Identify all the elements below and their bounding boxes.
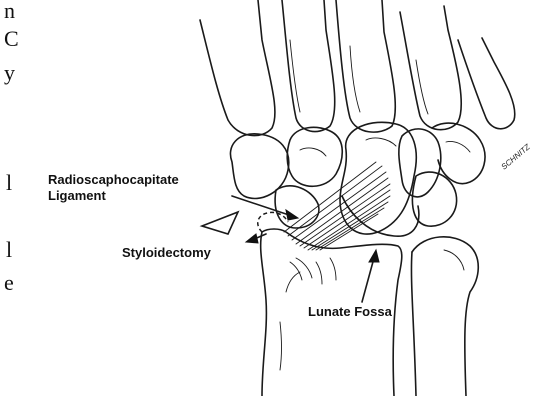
ligament-label-line-2: Ligament [48, 188, 106, 203]
lunate-fossa-label: Lunate Fossa [308, 304, 393, 319]
margin-fragment-1: n [4, 0, 15, 23]
artist-signature: SCHNITZ [500, 142, 533, 172]
excised-fragment-icon [202, 212, 238, 234]
left-margin-text: n C y l l e [4, 0, 19, 295]
margin-fragment-5: l [6, 237, 12, 262]
carpal-bones [230, 122, 485, 236]
ulna [411, 237, 478, 396]
styloidectomy-region [202, 212, 288, 234]
lunate-fossa-arrowhead [369, 250, 379, 262]
ligament-label-line-1: Radioscaphocapitate [48, 172, 179, 187]
margin-fragment-4: l [6, 170, 12, 195]
radioscaphocapitate-ligament [284, 162, 390, 250]
metacarpals [200, 0, 515, 136]
figure-labels: Radioscaphocapitate Ligament Styloidecto… [48, 142, 533, 319]
margin-fragment-6: e [4, 270, 14, 295]
styloidectomy-arrowhead [246, 234, 258, 243]
ligament-arrowhead [286, 210, 298, 220]
margin-fragment-3: y [4, 60, 15, 85]
margin-fragment-2: C [4, 26, 19, 51]
styloidectomy-label: Styloidectomy [122, 245, 212, 260]
lunate-fossa-arrow [362, 258, 374, 302]
ligament-arrow [232, 196, 292, 216]
